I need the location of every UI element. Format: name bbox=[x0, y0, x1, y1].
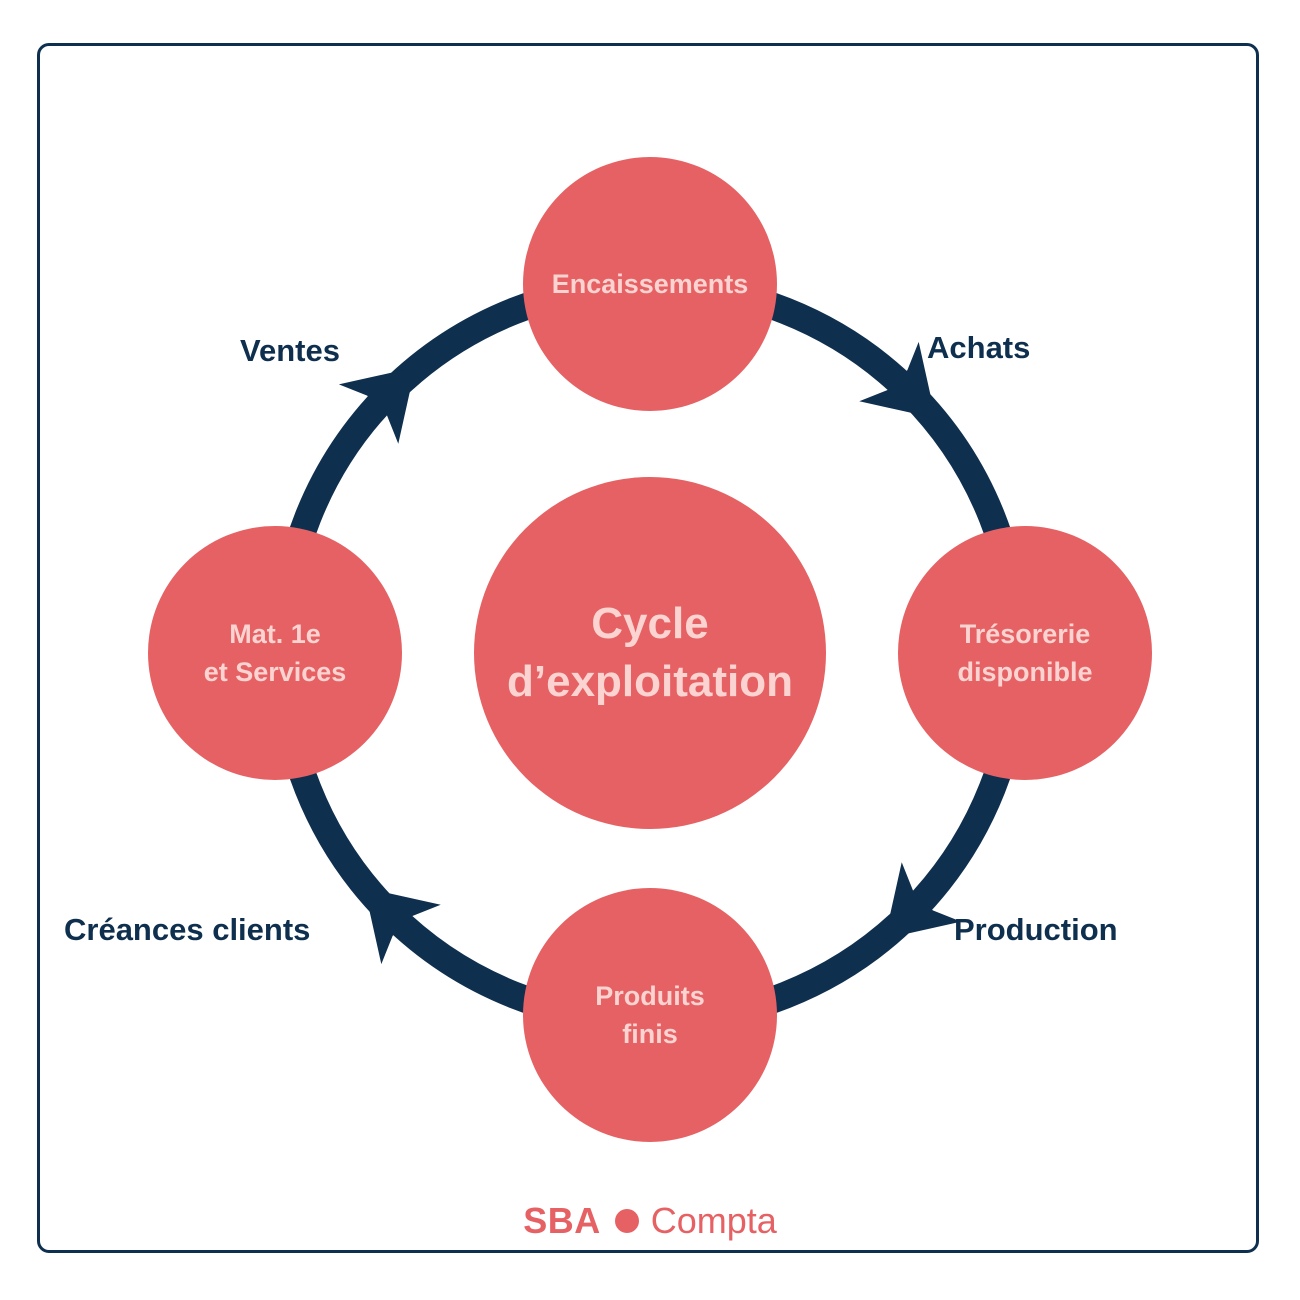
center-title-line2: d’exploitation bbox=[507, 657, 793, 706]
brand-name-regular: Compta bbox=[650, 1200, 777, 1241]
flow-arrowheads bbox=[338, 341, 962, 965]
node-produits-line2: finis bbox=[622, 1019, 678, 1049]
flow-label-achats: Achats bbox=[927, 330, 1031, 365]
arrowhead-production bbox=[884, 862, 962, 939]
node-produits-finis: Produits finis bbox=[523, 888, 777, 1142]
node-encaissements: Encaissements bbox=[523, 157, 777, 411]
diagram-frame bbox=[37, 43, 1259, 1253]
node-tresorerie-disponible: Trésorerie disponible bbox=[898, 526, 1152, 780]
flow-label-production: Production bbox=[954, 912, 1118, 947]
node-tresorerie-line1: Trésorerie bbox=[959, 619, 1091, 649]
node-cycle-exploitation: Cycle d’exploitation bbox=[474, 477, 826, 829]
brand-logo: SBA Compta bbox=[0, 1200, 1300, 1242]
brand-dot-icon bbox=[614, 1209, 639, 1233]
node-produits-line1: Produits bbox=[595, 981, 705, 1011]
node-mat-services: Mat. 1e et Services bbox=[148, 526, 402, 780]
node-mat-line2: et Services bbox=[203, 657, 347, 687]
node-mat-line1: Mat. 1e bbox=[229, 619, 321, 649]
flow-label-ventes: Ventes bbox=[240, 333, 340, 368]
node-encaissements-label: Encaissements bbox=[551, 269, 749, 299]
arrowhead-achats bbox=[859, 341, 936, 419]
arrowhead-creances bbox=[364, 887, 441, 965]
brand-name-bold: SBA bbox=[523, 1200, 601, 1241]
node-tresorerie-line2: disponible bbox=[957, 657, 1093, 687]
flow-label-creances-clients: Créances clients bbox=[64, 912, 311, 947]
center-title-line1: Cycle bbox=[591, 599, 709, 648]
